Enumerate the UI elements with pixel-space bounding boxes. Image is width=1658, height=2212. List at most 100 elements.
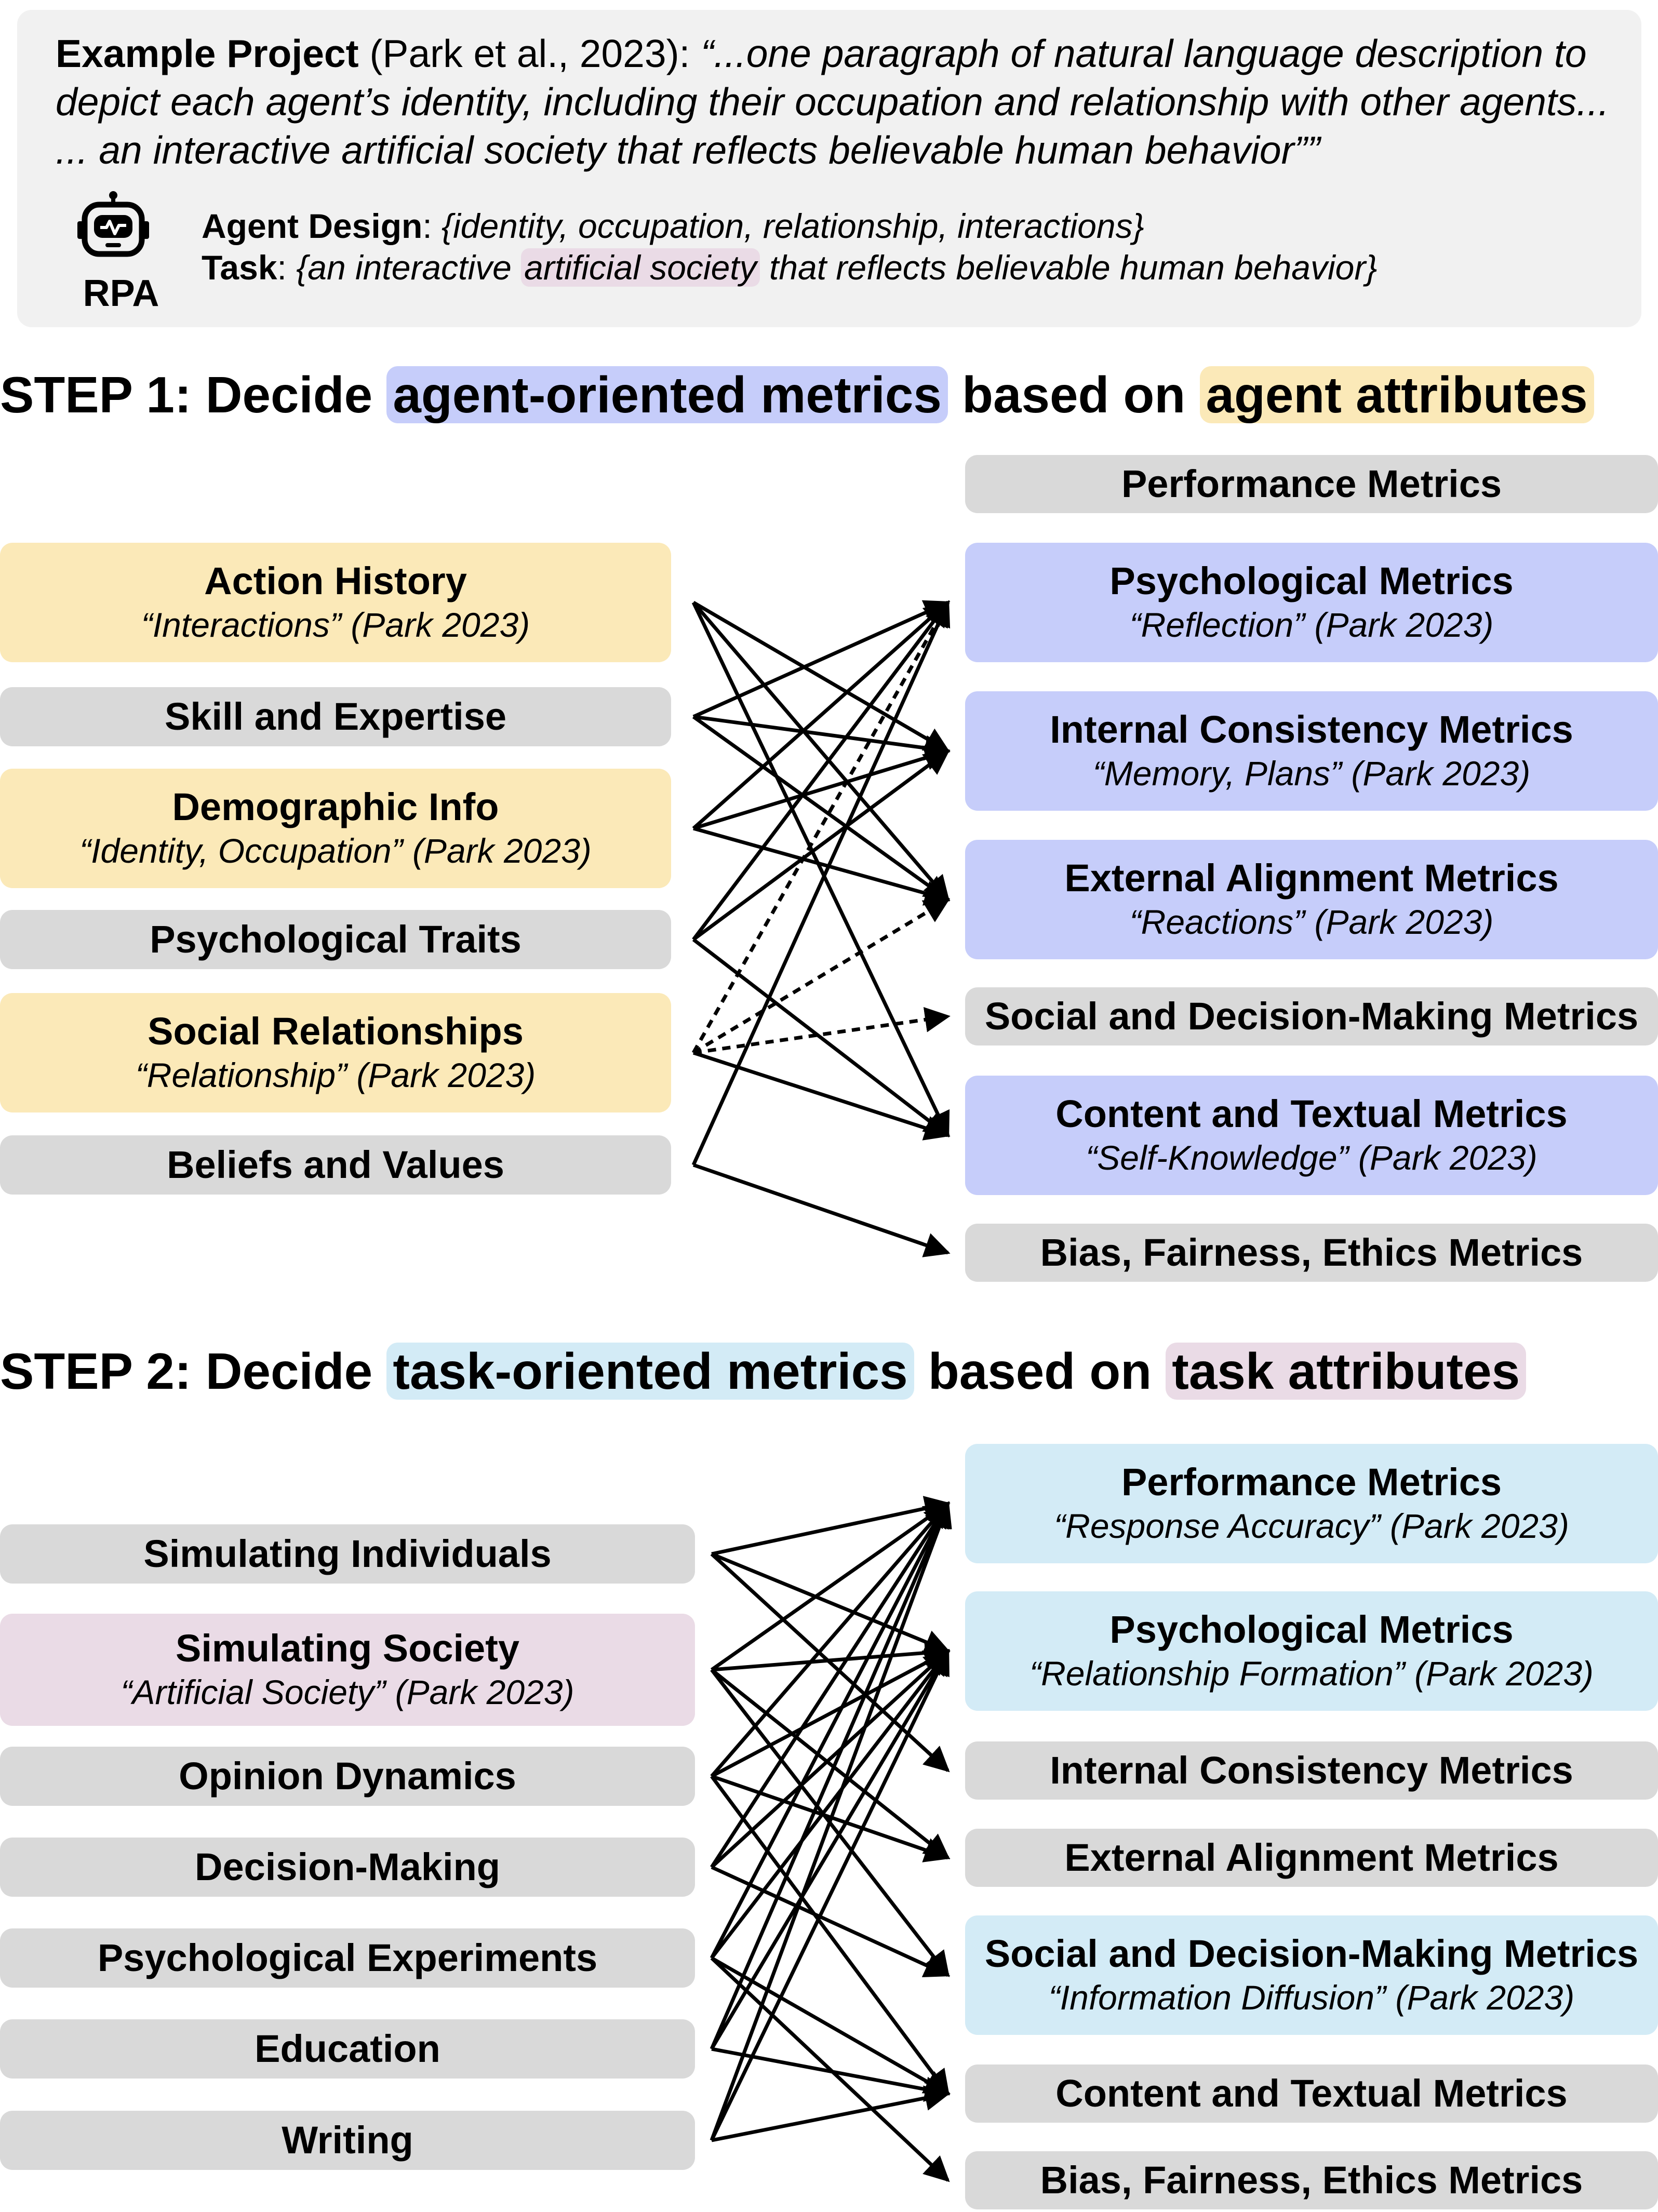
step1-metric-box: Bias, Fairness, Ethics Metrics [965, 1224, 1658, 1282]
step2-connection-arrow [710, 1502, 951, 1671]
step1-metric-box-subtitle: “Self-Knowledge” (Park 2023) [1086, 1138, 1537, 1177]
step1-attribute-box-subtitle: “Interactions” (Park 2023) [141, 606, 530, 644]
step2-metric-box-title: Bias, Fairness, Ethics Metrics [1040, 2159, 1583, 2202]
step2-attribute-box: Decision-Making [0, 1838, 695, 1897]
step1-connection-arrow [692, 600, 951, 753]
step1-connection-arrow [691, 600, 951, 1166]
step1-metric-box: Performance Metrics [965, 455, 1658, 513]
step2-attribute-box: Education [0, 2019, 695, 2079]
step2-metric-box-subtitle: “Response Accuracy” (Park 2023) [1054, 1507, 1569, 1545]
step2-attribute-box-title: Psychological Experiments [97, 1936, 598, 1979]
step2-connection-arrow [710, 1501, 951, 2050]
step1-metric-box: Internal Consistency Metrics“Memory, Pla… [965, 691, 1658, 811]
step1-attribute-box: Beliefs and Values [0, 1135, 671, 1195]
step1-attribute-box-title: Demographic Info [172, 785, 499, 828]
step1-metric-box-subtitle: “Reactions” (Park 2023) [1129, 903, 1494, 941]
robot-icon [77, 191, 149, 257]
step1-metric-box-subtitle: “Reflection” (Park 2023) [1129, 606, 1494, 644]
step2-attribute-box: Psychological Experiments [0, 1928, 695, 1988]
step2-connection-arrow [711, 1552, 951, 1654]
example-project-box: Example Project (Park et al., 2023): “..… [17, 10, 1641, 327]
step2-metric-box: Psychological Metrics“Relationship Forma… [965, 1591, 1658, 1711]
step1-connection-arrow [692, 600, 950, 941]
step2-connection-arrow [710, 1501, 950, 1868]
step1-metric-box-title: Content and Textual Metrics [1055, 1092, 1568, 1135]
step2-connection-arrow [710, 1956, 950, 2182]
example-quote: Example Project (Park et al., 2023): “..… [56, 30, 1645, 175]
step1-metric-box: Psychological Metrics“Reflection” (Park … [965, 543, 1658, 662]
step1-attribute-box-title: Psychological Traits [150, 918, 522, 961]
step2-metric-box: Content and Textual Metrics [965, 2064, 1658, 2123]
step2-highlight-attributes: task attributes [1166, 1343, 1527, 1400]
step2-connection-arrow [710, 1502, 950, 1778]
step1-connection-arrow [693, 1007, 951, 1055]
step2-connection-arrow [711, 2085, 951, 2142]
step2-connection-arrow [711, 1496, 951, 1556]
step1-connection-arrow [692, 938, 950, 1137]
example-quote-text: “...one paragraph of natural language de… [56, 32, 1609, 172]
step2-connection-arrow [710, 1501, 950, 1959]
step1-attribute-box: Psychological Traits [0, 910, 671, 969]
step1-metric-box: Content and Textual Metrics“Self-Knowled… [965, 1076, 1658, 1195]
step2-attribute-box-title: Opinion Dynamics [179, 1754, 516, 1798]
step1-metric-box-title: Bias, Fairness, Ethics Metrics [1040, 1231, 1583, 1274]
step1-connection-arrow [692, 1051, 951, 1141]
step2-attribute-box-title: Simulating Society [175, 1627, 520, 1670]
step2-attribute-box: Simulating Society“Artificial Society” (… [0, 1614, 695, 1726]
step1-connection-arrow [693, 826, 951, 906]
step1-attribute-box: Demographic Info“Identity, Occupation” (… [0, 769, 671, 888]
example-label: Example Project [56, 32, 359, 75]
step2-connection-arrow [710, 1649, 950, 1869]
step2-attribute-box-title: Simulating Individuals [143, 1532, 552, 1575]
step1-attribute-box: Social Relationships“Relationship” (Park… [0, 993, 671, 1112]
step1-metric-box-title: Internal Consistency Metrics [1050, 708, 1573, 751]
step1-connection-arrow [692, 600, 951, 719]
step1-connection-arrow [692, 601, 950, 902]
task-highlight: artificial society [521, 248, 760, 287]
step1-connection-arrow [692, 745, 951, 830]
step1-metric-box: External Alignment Metrics“Reactions” (P… [965, 840, 1658, 959]
step2-metric-box-title: External Alignment Metrics [1064, 1836, 1559, 1879]
step1-attribute-box-title: Social Relationships [148, 1010, 524, 1053]
step2-connection-arrow [711, 1956, 951, 2096]
step1-connection-arrow [692, 898, 951, 1054]
step2-attribute-box-subtitle: “Artificial Society” (Park 2023) [121, 1673, 574, 1711]
step1-connection-arrow [691, 600, 950, 1054]
step1-connection-arrow [692, 600, 950, 830]
step2-metric-box-title: Content and Textual Metrics [1055, 2072, 1568, 2115]
step1-attribute-box-title: Action History [204, 559, 467, 602]
step2-metric-box: Bias, Fairness, Ethics Metrics [965, 2151, 1658, 2209]
step2-metric-box-subtitle: “Information Diffusion” (Park 2023) [1048, 1978, 1575, 2017]
step2-metric-box-title: Internal Consistency Metrics [1050, 1749, 1573, 1792]
task-line: Task: {an interactive artificial society… [202, 248, 1378, 287]
step1-heading: STEP 1: Decide agent-oriented metrics ba… [0, 358, 1594, 431]
step2-heading: STEP 2: Decide task-oriented metrics bas… [0, 1335, 1527, 1407]
step2-connection-arrow [711, 1649, 951, 1778]
step1-metric-box-title: Performance Metrics [1121, 462, 1502, 505]
step1-metric-box-title: External Alignment Metrics [1064, 856, 1559, 900]
step2-connection-arrow [710, 1501, 952, 2141]
step1-attribute-box-subtitle: “Relationship” (Park 2023) [135, 1056, 536, 1094]
example-citation: (Park et al., 2023): [369, 32, 701, 75]
step1-highlight-metrics: agent-oriented metrics [386, 366, 948, 423]
step1-connection-arrow [691, 601, 950, 1138]
step1-connection-arrow [692, 749, 950, 941]
step2-connection-arrow [711, 1865, 951, 1977]
step2-metric-box: Social and Decision-Making Metrics“Infor… [965, 1915, 1658, 2035]
step1-connection-arrow [692, 1163, 951, 1257]
step2-attribute-box: Writing [0, 2111, 695, 2170]
step1-attribute-box: Skill and Expertise [0, 687, 671, 746]
step1-metric-box-subtitle: “Memory, Plans” (Park 2023) [1092, 754, 1531, 793]
step1-connection-arrow [693, 715, 951, 761]
step2-connection-arrow [710, 1648, 950, 2050]
step1-highlight-attributes: agent attributes [1199, 366, 1594, 423]
step1-attribute-box: Action History “Interactions” (Park 2023) [0, 543, 671, 662]
step2-metric-box-title: Psychological Metrics [1109, 1608, 1514, 1651]
step2-attribute-box-title: Education [255, 2027, 440, 2070]
step2-connection-arrow [710, 1668, 950, 1860]
step1-attribute-box-title: Skill and Expertise [164, 695, 507, 738]
step2-metric-box-title: Social and Decision-Making Metrics [984, 1932, 1639, 1975]
step2-attribute-box-title: Writing [282, 2119, 413, 2162]
